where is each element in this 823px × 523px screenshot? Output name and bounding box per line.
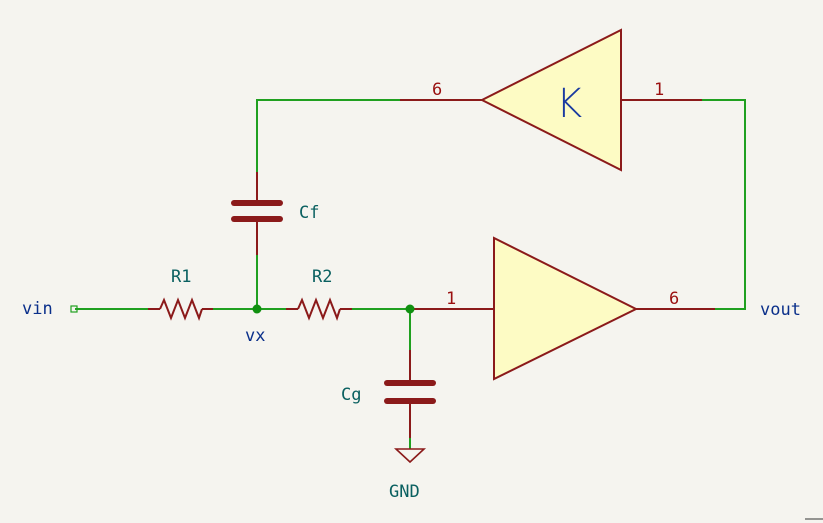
cg-capacitor bbox=[384, 380, 436, 404]
gnd-label: GND bbox=[389, 482, 420, 502]
main-amplifier bbox=[493, 236, 639, 381]
fb-amp-out-pin: 6 bbox=[432, 80, 442, 100]
fb-amp-in-pin: 1 bbox=[654, 80, 664, 100]
cf-label: Cf bbox=[299, 203, 319, 223]
vx-label: vx bbox=[245, 326, 265, 346]
cf-capacitor bbox=[231, 200, 283, 222]
junction-vx bbox=[252, 304, 262, 314]
feedback-amplifier bbox=[479, 28, 622, 172]
main-amp-in-pin: 1 bbox=[446, 289, 456, 309]
r1-label: R1 bbox=[171, 267, 191, 287]
cg-label: Cg bbox=[341, 385, 361, 405]
vin-port-marker bbox=[70, 305, 78, 313]
wire-output-loop bbox=[702, 99, 746, 310]
r2-label: R2 bbox=[312, 267, 332, 287]
pin-stubs bbox=[148, 99, 715, 438]
main-amp-out-pin: 6 bbox=[669, 289, 679, 309]
gain-k-label: K bbox=[556, 81, 582, 127]
vin-label: vin bbox=[22, 299, 53, 319]
r2-resistor bbox=[297, 297, 341, 321]
wires bbox=[75, 99, 746, 449]
ground-symbol bbox=[393, 448, 427, 464]
junction-cg bbox=[405, 304, 415, 314]
r1-resistor bbox=[159, 297, 203, 321]
vout-label: vout bbox=[760, 300, 801, 320]
wire-cf-top bbox=[256, 99, 400, 172]
